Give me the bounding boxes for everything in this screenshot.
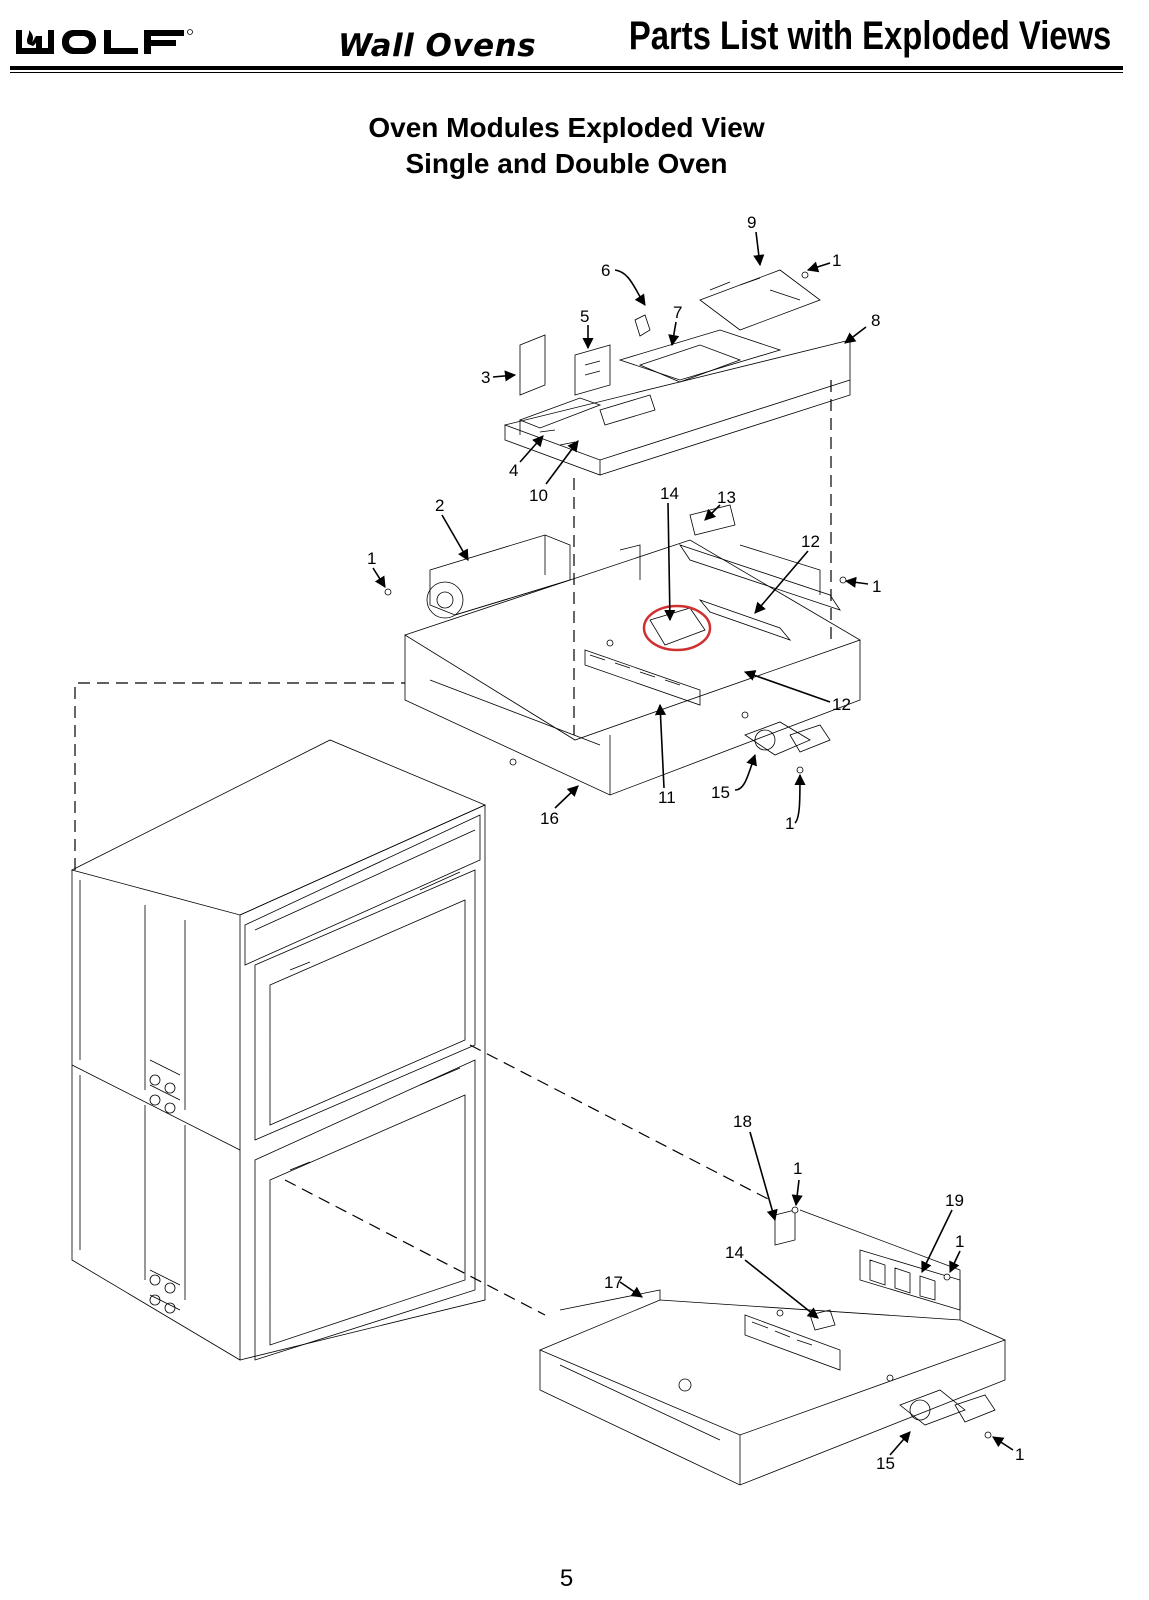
callout-5: 5 (580, 307, 589, 326)
callout-16: 16 (540, 809, 559, 828)
highlight-circle (642, 604, 712, 652)
product-name: Wall Ovens (338, 28, 537, 64)
callout-12: 12 (832, 695, 851, 714)
callout-1: 1 (955, 1232, 964, 1251)
callout-7: 7 (673, 303, 682, 322)
diagram-title-line2: Single and Double Oven (405, 148, 728, 179)
fasteners (384, 271, 992, 1439)
leader-arrows (372, 231, 1014, 1456)
lower-module-frame (538, 1209, 1007, 1486)
diagram-title: Oven Modules Exploded View Single and Do… (0, 110, 1133, 182)
fan-module-frame (404, 504, 861, 796)
callout-4: 4 (509, 461, 518, 480)
callout-12: 12 (801, 532, 820, 551)
callout-11: 11 (658, 788, 676, 807)
callout-2: 2 (435, 496, 444, 515)
callout-labels: 9 1 6 5 7 8 3 4 10 14 13 2 12 1 1 12 11 … (367, 213, 1024, 1473)
callout-15: 15 (711, 783, 730, 802)
callout-1: 1 (872, 577, 881, 596)
header-rule (10, 66, 1123, 70)
callout-15: 15 (876, 1454, 895, 1473)
assembly-lines (74, 380, 832, 1316)
callout-1: 1 (1015, 1445, 1024, 1464)
callout-6: 6 (601, 261, 610, 280)
page-number: 5 (559, 1565, 574, 1592)
callout-3: 3 (481, 368, 490, 387)
document-title: Parts List with Exploded Views (628, 14, 1111, 58)
diagram-title-line1: Oven Modules Exploded View (368, 112, 765, 143)
callout-1: 1 (367, 549, 376, 568)
control-panel-tray (503, 269, 851, 476)
callout-19: 19 (945, 1191, 964, 1210)
wolf-logo (16, 29, 193, 54)
callout-1: 1 (785, 814, 794, 833)
callout-17: 17 (604, 1273, 623, 1292)
callout-13: 13 (717, 488, 736, 507)
callout-10: 10 (529, 486, 548, 505)
page-header: Wall Ovens Parts List with Exploded View… (0, 0, 1149, 80)
callout-1: 1 (832, 251, 841, 270)
double-oven-cabinet (70, 739, 487, 1361)
callout-14: 14 (660, 484, 679, 503)
header-rule-thin (10, 72, 1123, 73)
callout-8: 8 (871, 311, 880, 330)
callout-14: 14 (725, 1243, 744, 1262)
callout-9: 9 (747, 213, 756, 232)
callout-1: 1 (793, 1159, 802, 1178)
callout-18: 18 (733, 1112, 752, 1131)
